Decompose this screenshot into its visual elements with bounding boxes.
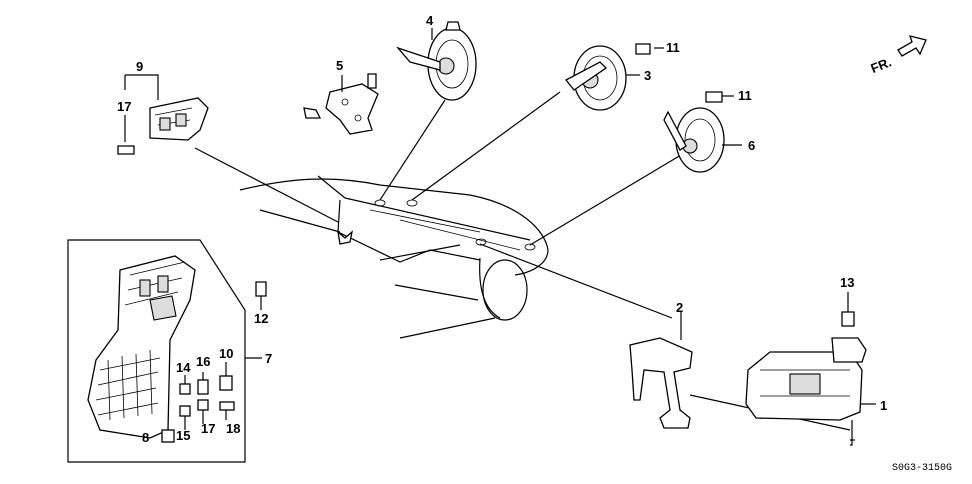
callout-10: 10: [219, 346, 233, 361]
callout-16: 16: [196, 354, 210, 369]
callout-13: 13: [840, 275, 854, 290]
callout-17b: 17: [201, 421, 215, 436]
callout-14: 14: [176, 360, 191, 375]
front-direction-arrow: [897, 35, 927, 57]
callout-9: 9: [136, 59, 143, 74]
callout-17a: 17: [117, 99, 131, 114]
callout-11b: 11: [738, 88, 752, 103]
callout-4: 4: [426, 13, 434, 28]
car-body: [239, 175, 549, 339]
horn-part-4: [395, 21, 477, 101]
callout-8: 8: [142, 430, 149, 445]
callout-3: 3: [644, 68, 651, 83]
bracket-part-5: [303, 73, 379, 135]
horn-part-3: [565, 43, 664, 111]
unit-part-1: [745, 292, 876, 446]
leader-lines: [194, 91, 855, 441]
callout-15: 15: [176, 428, 190, 443]
bracket-part-2: [629, 312, 693, 429]
callout-6: 6: [748, 138, 755, 153]
fuse-box-small-parts: [161, 281, 267, 443]
relay-part-9: [117, 74, 209, 155]
callout-18: 18: [226, 421, 240, 436]
front-direction-label: FR.: [868, 54, 893, 76]
callout-7: 7: [265, 351, 272, 366]
diagram-code: S0G3-3150G: [892, 463, 952, 474]
horn-part-6: [663, 91, 742, 173]
callout-11a: 11: [666, 40, 680, 55]
fuse-box-frame: [67, 239, 262, 463]
callout-12: 12: [254, 311, 268, 326]
callout-2: 2: [676, 300, 683, 315]
callout-1: 1: [880, 398, 887, 413]
fuse-box-part-7: [87, 255, 196, 439]
callout-5: 5: [336, 58, 343, 73]
